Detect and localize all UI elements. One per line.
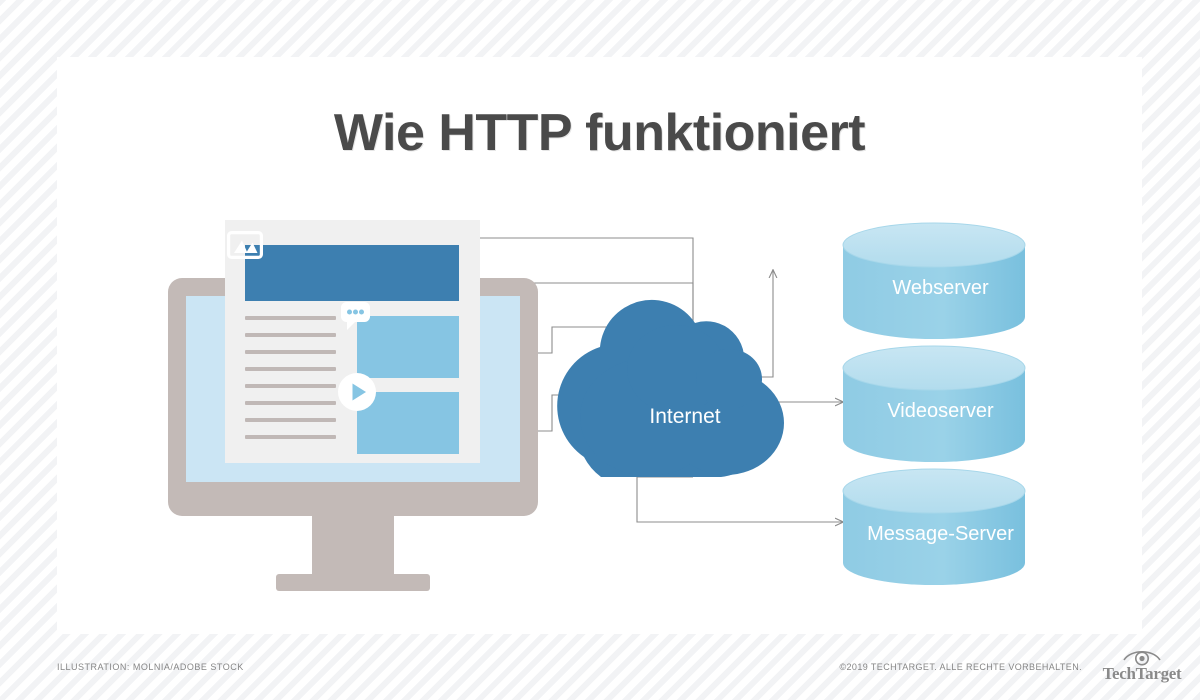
text-line	[245, 333, 336, 337]
internet-cloud	[557, 299, 784, 477]
monitor-stand-neck	[312, 516, 394, 574]
content-card: Wie HTTP funktioniert	[57, 57, 1142, 634]
eye-icon	[1123, 650, 1161, 666]
chat-bubble-icon	[341, 302, 370, 330]
text-line	[245, 435, 336, 439]
server-webserver: Webserver	[850, 231, 1031, 326]
server-label: Videoserver	[887, 400, 994, 422]
server-message-server: Message-Server	[850, 477, 1031, 572]
page-video-tile	[338, 373, 459, 454]
monitor-stand-base	[276, 574, 430, 591]
server-label: Message-Server	[867, 523, 1014, 545]
text-line	[245, 418, 336, 422]
server-cylinder-webserver	[842, 222, 1026, 339]
text-line	[245, 401, 336, 405]
web-page-mockup	[225, 220, 480, 463]
server-cylinder-message-server	[842, 468, 1026, 585]
page-title: Wie HTTP funktioniert	[333, 104, 866, 162]
server-cylinder-videoserver	[842, 345, 1026, 462]
text-line	[245, 384, 336, 388]
server-label: Webserver	[892, 277, 989, 299]
http-flow-diagram: Internet Webserver Videoserver Message-S…	[57, 57, 1142, 634]
image-icon	[227, 231, 263, 259]
illustration-credit: ILLUSTRATION: MOLNIA/ADOBE STOCK	[57, 662, 244, 672]
server-videoserver: Videoserver	[850, 354, 1031, 449]
text-line	[245, 316, 336, 320]
text-line	[245, 350, 336, 354]
logo-wordmark: TechTarget	[1102, 664, 1182, 683]
page-hero-banner	[227, 231, 459, 301]
text-line	[245, 367, 336, 371]
page-chat-tile	[341, 302, 459, 378]
page-text-lines	[245, 316, 336, 452]
play-icon	[338, 373, 376, 411]
techtarget-logo: TechTarget	[1092, 648, 1192, 686]
copyright-notice: ©2019 TECHTARGET. ALLE RECHTE VORBEHALTE…	[839, 662, 1082, 672]
diagram-vector-layer	[435, 222, 1026, 585]
cloud-label: Internet	[649, 405, 721, 428]
